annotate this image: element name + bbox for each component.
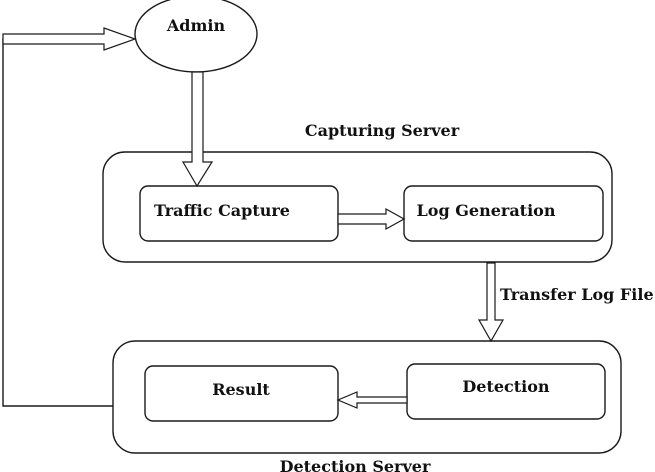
- feedback-line: [2, 38, 113, 407]
- detection-server-label: Detection Server: [280, 457, 431, 472]
- admin-to-traffic-arrow: [181, 71, 214, 188]
- detection-to-result-arrow: [336, 391, 408, 409]
- detection-node: [406, 363, 606, 420]
- traffic-capture-label: Traffic Capture: [154, 201, 290, 220]
- result-node: [144, 365, 339, 422]
- detection-label: Detection: [462, 377, 550, 396]
- transfer-log-label: Transfer Log File: [500, 285, 654, 304]
- transfer-log-arrow: [477, 262, 505, 343]
- log-generation-label: Log Generation: [417, 201, 556, 220]
- traffic-to-log-arrow: [337, 207, 406, 231]
- admin-node: [134, 0, 258, 73]
- capturing-server-label: Capturing Server: [305, 121, 460, 140]
- result-label: Result: [212, 380, 270, 399]
- admin-label: Admin: [166, 16, 226, 35]
- feedback-arrow: [2, 27, 137, 51]
- log-generation-node: [403, 185, 604, 242]
